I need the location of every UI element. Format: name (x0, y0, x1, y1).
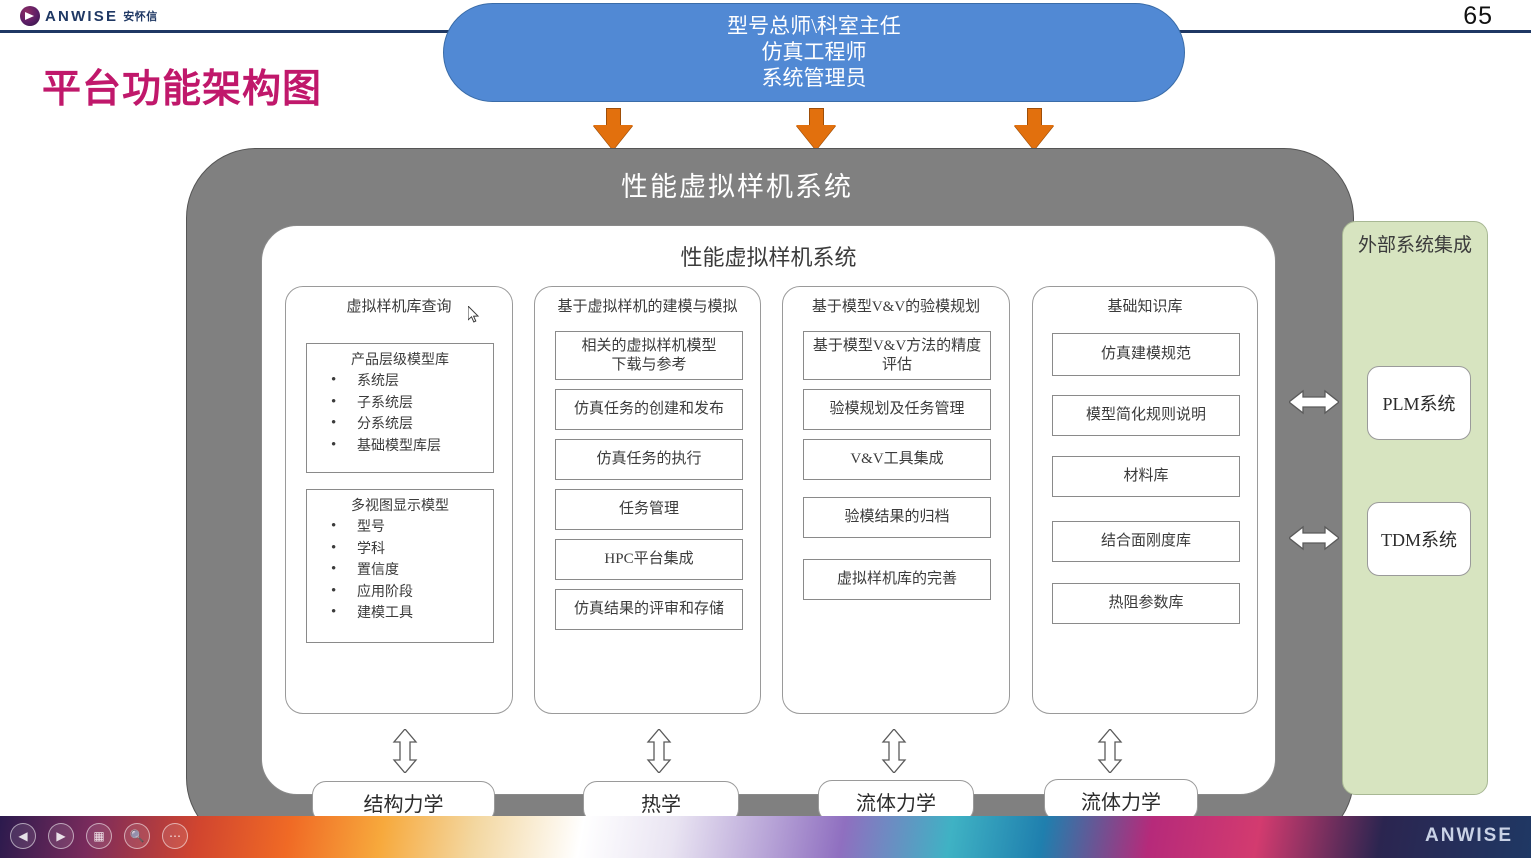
platform-container: 性能虚拟样机系统 性能虚拟样机系统 虚拟样机库查询 产品层级模型库 系统层 子系… (186, 148, 1488, 848)
bullet-group-multiview-display-model[interactable]: 多视图显示模型 型号 学科 置信度 应用阶段 建模工具 (306, 489, 494, 643)
role-line-1: 型号总师\科室主任 (727, 14, 901, 38)
module-column-virtual-prototype-query[interactable]: 虚拟样机库查询 产品层级模型库 系统层 子系统层 分系统层 基础模型库层 多视图… (285, 286, 513, 714)
item-box[interactable]: HPC平台集成 (555, 539, 743, 580)
item-box[interactable]: 热阻参数库 (1052, 583, 1240, 624)
list-item: 建模工具 (331, 602, 493, 625)
list-item: 置信度 (331, 559, 493, 582)
module-column-knowledge-base[interactable]: 基础知识库 仿真建模规范 模型简化规则说明 材料库 结合面刚度库 热阻参数库 (1032, 286, 1258, 714)
item-box[interactable]: 仿真任务的创建和发布 (555, 389, 743, 430)
bidirectional-arrow-icon (392, 729, 418, 773)
role-line-2: 仿真工程师 (761, 40, 867, 64)
page-number: 65 (1463, 2, 1493, 30)
list-item: 分系统层 (331, 413, 493, 436)
role-line-3: 系统管理员 (761, 66, 867, 90)
bidirectional-arrow-icon (881, 729, 907, 773)
bidirectional-arrow-icon (1289, 389, 1339, 415)
taskbar-brand: ANWISE (1425, 825, 1513, 846)
item-box[interactable]: 基于模型V&V方法的精度评估 (803, 331, 991, 380)
bidirectional-arrow-icon (1097, 729, 1123, 773)
page-title: 平台功能架构图 (42, 67, 323, 112)
module-column-title: 基于虚拟样机的建模与模拟 (557, 299, 738, 315)
list-item: 应用阶段 (331, 581, 493, 604)
role-banner: 型号总师\科室主任 仿真工程师 系统管理员 (443, 3, 1185, 102)
down-arrow-icon (593, 108, 633, 150)
module-column-modeling-simulation[interactable]: 基于虚拟样机的建模与模拟 相关的虚拟样机模型下载与参考 仿真任务的创建和发布 仿… (534, 286, 761, 714)
down-arrow-icon (1014, 108, 1054, 150)
system-panel-title: 性能虚拟样机系统 (680, 245, 857, 270)
back-icon[interactable]: ◀ (10, 823, 36, 849)
item-box[interactable]: 相关的虚拟样机模型下载与参考 (555, 331, 743, 380)
list-item: 基础模型库层 (331, 435, 493, 458)
brand-logo: ANWISE 安怀信 (20, 4, 158, 28)
external-integration-title: 外部系统集成 (1357, 235, 1472, 256)
bullet-group-product-model-library[interactable]: 产品层级模型库 系统层 子系统层 分系统层 基础模型库层 (306, 343, 494, 473)
list-item: 子系统层 (331, 392, 493, 415)
system-panel: 性能虚拟样机系统 虚拟样机库查询 产品层级模型库 系统层 子系统层 分系统层 基… (261, 225, 1276, 795)
bullet-list: 系统层 子系统层 分系统层 基础模型库层 (307, 370, 493, 458)
taskbar-icon-group: ◀ ▶ ▦ 🔍 ⋯ (10, 823, 188, 849)
module-column-title: 基于模型V&V的验模规划 (811, 299, 981, 315)
external-integration-panel[interactable]: 外部系统集成 PLM系统 TDM系统 (1342, 221, 1488, 795)
bidirectional-arrow-icon (1289, 525, 1339, 551)
logo-subtext: 安怀信 (123, 11, 158, 23)
item-box[interactable]: 任务管理 (555, 489, 743, 530)
item-box[interactable]: 材料库 (1052, 456, 1240, 497)
item-box[interactable]: 验模规划及任务管理 (803, 389, 991, 430)
module-column-vv-validation-planning[interactable]: 基于模型V&V的验模规划 基于模型V&V方法的精度评估 验模规划及任务管理 V&… (782, 286, 1010, 714)
item-box[interactable]: 结合面刚度库 (1052, 521, 1240, 562)
discipline-box[interactable]: 流体力学 (1044, 779, 1198, 821)
platform-title: 性能虚拟样机系统 (621, 172, 853, 202)
bullet-group-title: 多视图显示模型 (351, 499, 449, 514)
bullet-group-title: 产品层级模型库 (351, 353, 449, 368)
zoom-icon[interactable]: 🔍 (124, 823, 150, 849)
list-item: 系统层 (331, 370, 493, 393)
item-box[interactable]: 仿真建模规范 (1052, 333, 1240, 376)
list-item: 学科 (331, 538, 493, 561)
bidirectional-arrow-icon (646, 729, 672, 773)
anwise-logo-icon (20, 6, 40, 26)
item-box[interactable]: 模型简化规则说明 (1052, 395, 1240, 436)
item-box[interactable]: 虚拟样机库的完善 (803, 559, 991, 600)
down-arrow-icon (796, 108, 836, 150)
item-box[interactable]: 仿真结果的评审和存储 (555, 589, 743, 630)
logo-text: ANWISE (45, 7, 119, 25)
presentation-icon[interactable]: ▦ (86, 823, 112, 849)
external-system-plm[interactable]: PLM系统 (1367, 366, 1471, 440)
bullet-list: 型号 学科 置信度 应用阶段 建模工具 (307, 516, 493, 625)
item-box[interactable]: 验模结果的归档 (803, 497, 991, 538)
module-column-title: 虚拟样机库查询 (346, 299, 452, 315)
forward-icon[interactable]: ▶ (48, 823, 74, 849)
item-box[interactable]: V&V工具集成 (803, 439, 991, 480)
list-item: 型号 (331, 516, 493, 539)
external-system-tdm[interactable]: TDM系统 (1367, 502, 1471, 576)
more-icon[interactable]: ⋯ (162, 823, 188, 849)
item-box[interactable]: 仿真任务的执行 (555, 439, 743, 480)
module-column-title: 基础知识库 (1107, 299, 1183, 315)
taskbar: ◀ ▶ ▦ 🔍 ⋯ ANWISE (0, 816, 1531, 858)
